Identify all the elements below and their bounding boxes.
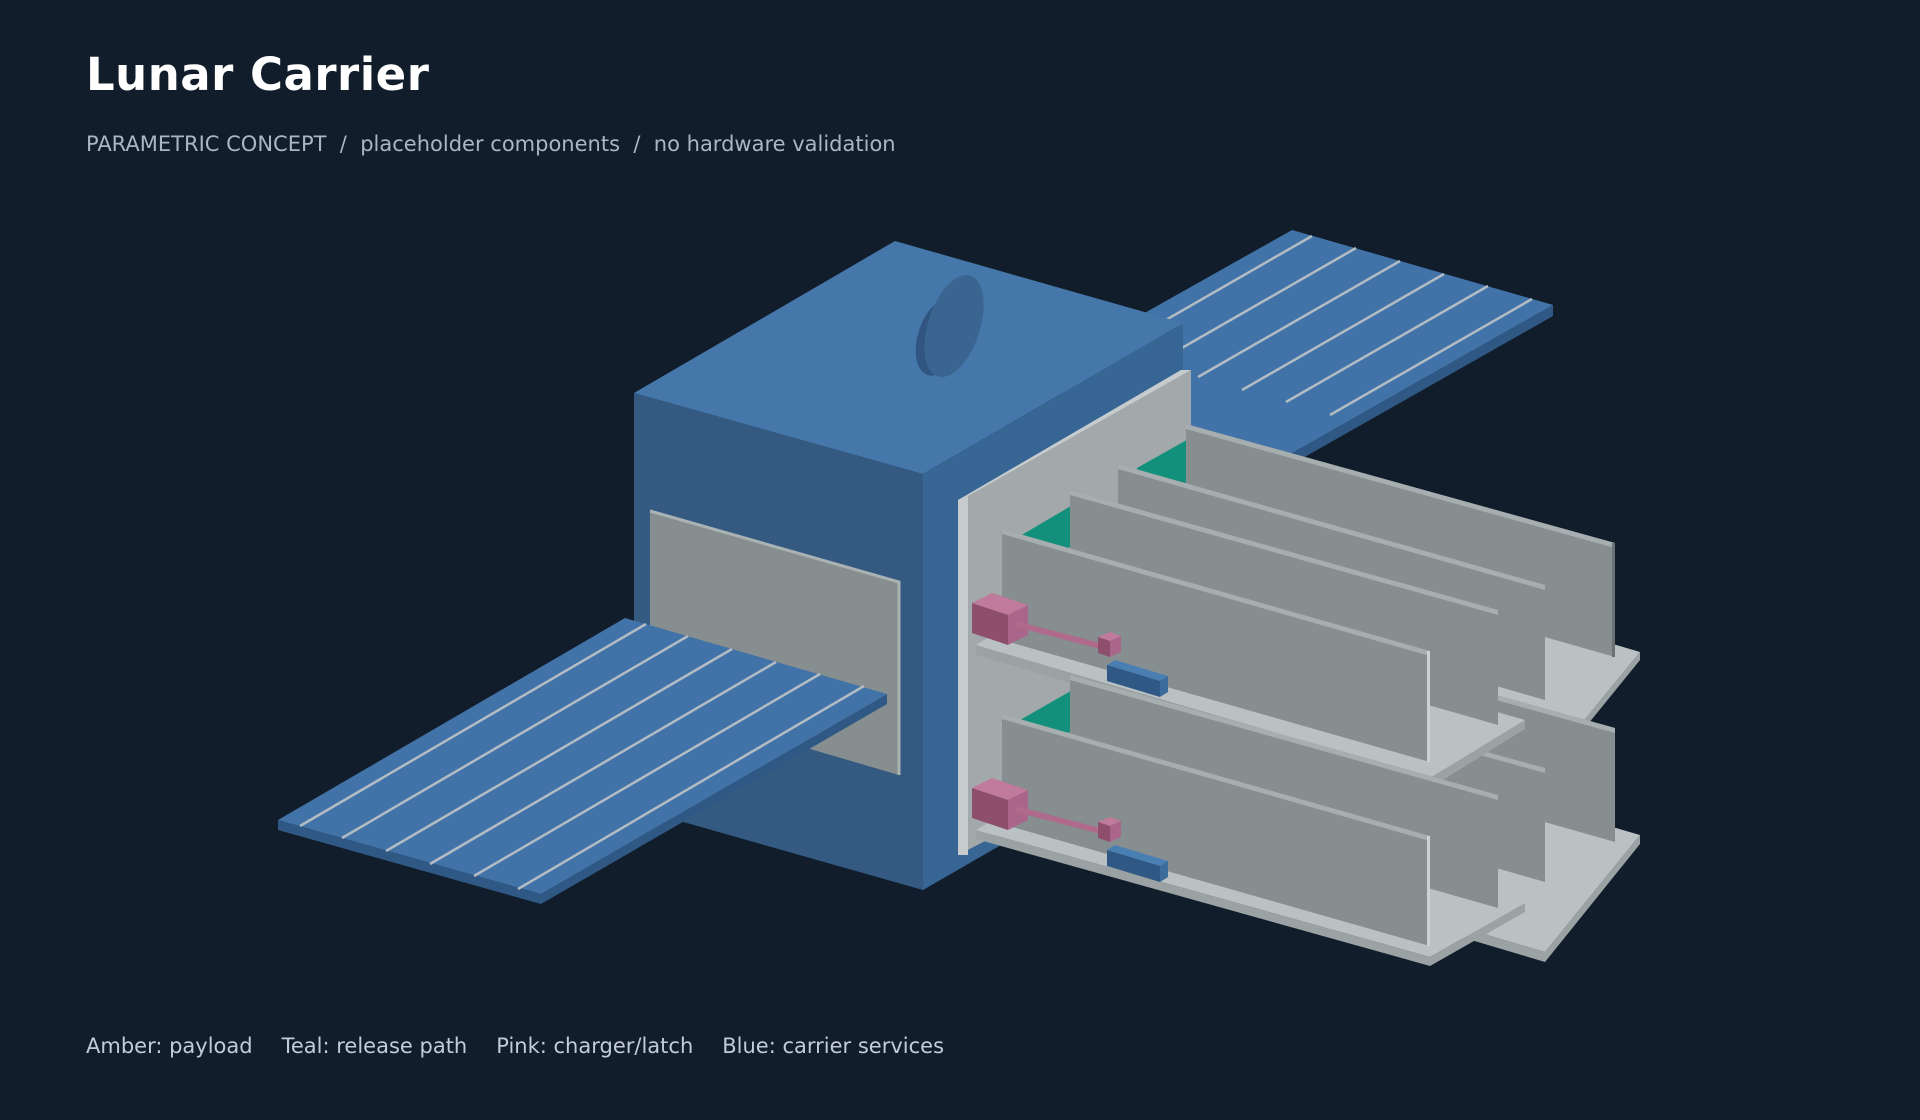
legend-item-carrier-services: Blue: carrier services: [722, 1034, 945, 1058]
page-title: Lunar Carrier: [86, 48, 430, 101]
legend-item-charger-latch: Pink: charger/latch: [496, 1034, 694, 1058]
page-subtitle: PARAMETRIC CONCEPT / placeholder compone…: [86, 132, 896, 156]
solar-panel-left: [278, 618, 887, 904]
charger-latch-upper: [972, 593, 1168, 697]
payload-tray-lower-front: [976, 675, 1525, 966]
legend-item-release-path: Teal: release path: [281, 1034, 468, 1058]
legend-item-payload: Amber: payload: [86, 1034, 253, 1058]
color-legend: Amber: payload Teal: release path Pink: …: [86, 1034, 944, 1058]
charger-latch-lower: [972, 778, 1168, 882]
antenna-dish: [915, 274, 984, 378]
